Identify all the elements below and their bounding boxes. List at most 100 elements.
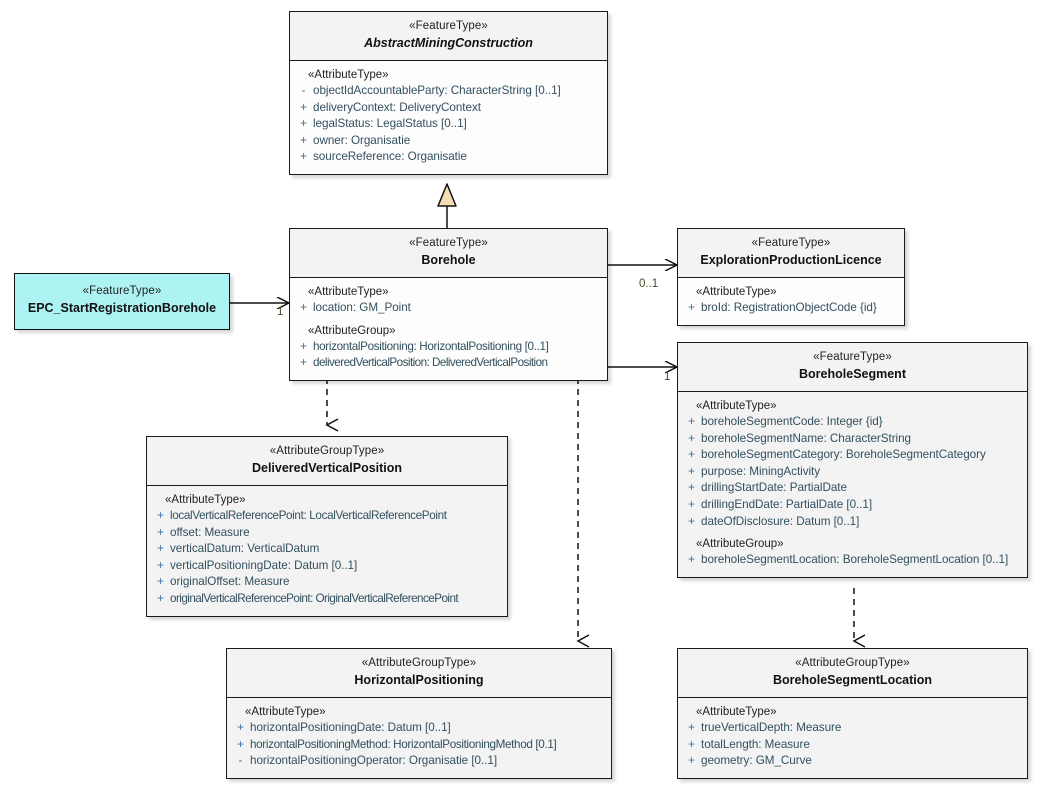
attribute-row: + totalLength: Measure bbox=[682, 737, 1023, 754]
attribute-text: boreholeSegmentCode: Integer {id} bbox=[701, 414, 883, 428]
attribute-visibility: + bbox=[300, 339, 307, 353]
attribute-text: boreholeSegmentCategory: BoreholeSegment… bbox=[701, 448, 986, 462]
class-header: «AttributeGroupType» BoreholeSegmentLoca… bbox=[678, 649, 1027, 698]
class-name: BoreholeSegmentLocation bbox=[772, 673, 933, 688]
compartment-title: «AttributeType» bbox=[245, 705, 326, 718]
attribute-row: + originalOffset: Measure bbox=[151, 574, 503, 591]
class-body: «AttributeType» + broId: RegistrationObj… bbox=[678, 277, 904, 325]
attribute-text: broId: RegistrationObjectCode {id} bbox=[701, 300, 877, 314]
attribute-row: + owner: Organisatie bbox=[294, 133, 603, 150]
attribute-text: deliveryContext: DeliveryContext bbox=[313, 100, 481, 114]
class-stereotype: «FeatureType» bbox=[409, 237, 488, 249]
attribute-row: + boreholeSegmentCode: Integer {id} bbox=[682, 414, 1023, 431]
compartment-title: «AttributeType» bbox=[696, 285, 777, 298]
class-body: «AttributeType» + horizontalPositioningD… bbox=[227, 697, 611, 778]
attribute-visibility: + bbox=[688, 553, 695, 567]
attribute-visibility: + bbox=[688, 414, 695, 428]
class-header: «AttributeGroupType» HorizontalPositioni… bbox=[227, 649, 611, 698]
class-name: EPC_StartRegistrationBorehole bbox=[27, 301, 217, 316]
class-box-epc-start-registration-borehole[interactable]: «FeatureType» EPC_StartRegistrationBoreh… bbox=[14, 273, 230, 330]
attribute-visibility: + bbox=[688, 497, 695, 511]
class-box-borehole[interactable]: «FeatureType» Borehole «AttributeType» +… bbox=[289, 228, 608, 381]
attribute-visibility: + bbox=[157, 591, 164, 605]
attribute-text: location: GM_Point bbox=[313, 300, 411, 314]
attribute-visibility: + bbox=[688, 514, 695, 528]
compartment-title: «AttributeGroup» bbox=[696, 538, 784, 551]
attribute-visibility: + bbox=[237, 737, 244, 751]
class-name: Borehole bbox=[421, 253, 476, 268]
class-box-abstract-mining-construction[interactable]: «FeatureType» AbstractMiningConstruction… bbox=[289, 11, 608, 175]
attribute-row: + verticalDatum: VerticalDatum bbox=[151, 541, 503, 558]
multiplicity-label-borehole-segment: 1 bbox=[664, 371, 671, 383]
class-box-delivered-vertical-position[interactable]: «AttributeGroupType» DeliveredVerticalPo… bbox=[146, 436, 508, 617]
attribute-row: + localVerticalReferencePoint: LocalVert… bbox=[151, 508, 503, 525]
class-box-horizontal-positioning[interactable]: «AttributeGroupType» HorizontalPositioni… bbox=[226, 648, 612, 779]
compartment-title: «AttributeType» bbox=[696, 399, 777, 412]
attribute-text: objectIdAccountableParty: CharacterStrin… bbox=[313, 83, 561, 97]
class-body: «AttributeType» - objectIdAccountablePar… bbox=[290, 60, 607, 174]
class-stereotype: «AttributeGroupType» bbox=[795, 657, 910, 669]
attribute-row: + location: GM_Point bbox=[294, 300, 603, 317]
attribute-text: horizontalPositioning: HorizontalPositio… bbox=[313, 339, 549, 353]
attribute-row: + purpose: MiningActivity bbox=[682, 464, 1023, 481]
attribute-visibility: + bbox=[688, 720, 695, 734]
class-box-borehole-segment[interactable]: «FeatureType» BoreholeSegment «Attribute… bbox=[677, 342, 1028, 578]
attribute-visibility: + bbox=[237, 720, 244, 734]
class-box-borehole-segment-location[interactable]: «AttributeGroupType» BoreholeSegmentLoca… bbox=[677, 648, 1028, 779]
attribute-visibility: + bbox=[157, 508, 164, 522]
class-header: «FeatureType» EPC_StartRegistrationBoreh… bbox=[15, 274, 229, 329]
class-header: «FeatureType» Borehole bbox=[290, 229, 607, 278]
class-stereotype: «FeatureType» bbox=[813, 351, 892, 363]
class-header: «FeatureType» BoreholeSegment bbox=[678, 343, 1027, 392]
attribute-text: deliveredVerticalPosition: DeliveredVert… bbox=[313, 356, 548, 370]
attribute-text: horizontalPositioningDate: Datum [0..1] bbox=[250, 720, 451, 734]
class-name: HorizontalPositioning bbox=[354, 673, 484, 688]
attribute-visibility: + bbox=[157, 575, 164, 589]
attribute-text: geometry: GM_Curve bbox=[701, 754, 812, 768]
class-stereotype: «FeatureType» bbox=[751, 237, 831, 249]
attribute-visibility: + bbox=[157, 525, 164, 539]
attribute-visibility: - bbox=[301, 83, 306, 97]
attribute-row: + drillingStartDate: PartialDate bbox=[682, 480, 1023, 497]
class-body: «AttributeType» + boreholeSegmentCode: I… bbox=[678, 391, 1027, 577]
attribute-row: + horizontalPositioningMethod: Horizonta… bbox=[231, 737, 607, 754]
attribute-text: drillingStartDate: PartialDate bbox=[701, 481, 847, 495]
class-body: «AttributeType» + location: GM_Point «At… bbox=[290, 277, 607, 380]
attribute-text: offset: Measure bbox=[170, 525, 250, 539]
class-stereotype: «AttributeGroupType» bbox=[269, 445, 385, 457]
attribute-row: + broId: RegistrationObjectCode {id} bbox=[682, 300, 900, 317]
class-box-exploration-production-licence[interactable]: «FeatureType» ExplorationProductionLicen… bbox=[677, 228, 905, 326]
multiplicity-label-epc-borehole: 1 bbox=[277, 306, 284, 318]
class-header: «AttributeGroupType» DeliveredVerticalPo… bbox=[147, 437, 507, 486]
attribute-visibility: + bbox=[300, 356, 307, 370]
attribute-visibility: + bbox=[300, 150, 307, 164]
attribute-visibility: + bbox=[688, 448, 695, 462]
attribute-text: horizontalPositioningMethod: HorizontalP… bbox=[250, 737, 557, 751]
attribute-row: + sourceReference: Organisatie bbox=[294, 149, 603, 166]
attribute-row: + horizontalPositioning: HorizontalPosit… bbox=[294, 339, 603, 356]
attribute-text: trueVerticalDepth: Measure bbox=[701, 720, 842, 734]
class-stereotype: «FeatureType» bbox=[82, 285, 162, 297]
attribute-row: + deliveryContext: DeliveryContext bbox=[294, 100, 603, 117]
compartment-title: «AttributeType» bbox=[308, 285, 389, 298]
attribute-visibility: + bbox=[300, 117, 307, 131]
attribute-text: purpose: MiningActivity bbox=[701, 464, 821, 478]
attribute-text: originalVerticalReferencePoint: Original… bbox=[170, 591, 459, 605]
attribute-visibility: + bbox=[300, 300, 307, 314]
class-stereotype: «AttributeGroupType» bbox=[361, 657, 477, 669]
attribute-row: + originalVerticalReferencePoint: Origin… bbox=[151, 591, 503, 608]
attribute-row: + boreholeSegmentLocation: BoreholeSegme… bbox=[682, 552, 1023, 569]
multiplicity-label-borehole-licence: 0..1 bbox=[639, 278, 659, 290]
compartment-title: «AttributeType» bbox=[308, 68, 389, 81]
attribute-row: + geometry: GM_Curve bbox=[682, 753, 1023, 770]
class-name: DeliveredVerticalPosition bbox=[251, 461, 403, 476]
attribute-row: + horizontalPositioningDate: Datum [0..1… bbox=[231, 720, 607, 737]
attribute-row: + legalStatus: LegalStatus [0..1] bbox=[294, 116, 603, 133]
attribute-visibility: + bbox=[300, 100, 307, 114]
attribute-visibility: + bbox=[157, 542, 164, 556]
attribute-visibility: - bbox=[238, 754, 243, 768]
class-body: «AttributeType» + trueVerticalDepth: Mea… bbox=[678, 697, 1027, 778]
attribute-row: + boreholeSegmentName: CharacterString bbox=[682, 431, 1023, 448]
attribute-visibility: + bbox=[157, 558, 164, 572]
attribute-visibility: + bbox=[688, 300, 695, 314]
